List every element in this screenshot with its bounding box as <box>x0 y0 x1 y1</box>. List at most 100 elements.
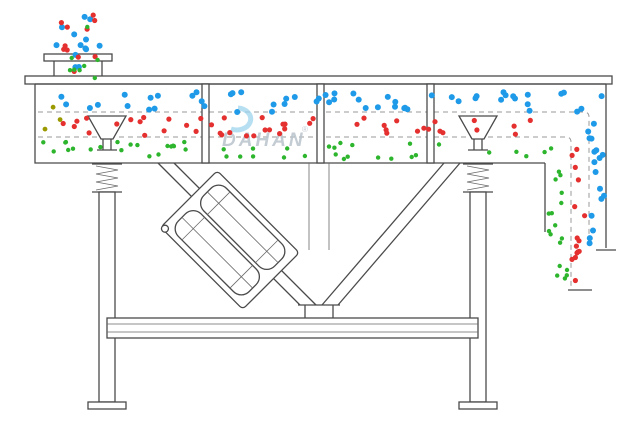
particle-dot <box>262 127 268 133</box>
particle-dot <box>559 200 564 206</box>
particle-dot <box>74 118 80 124</box>
deck-left-and-bottom <box>34 84 545 164</box>
particle-dot <box>436 142 442 147</box>
particle-dot <box>147 94 154 101</box>
particle-dot <box>591 159 598 166</box>
cone-right-stem <box>468 139 488 151</box>
particle-dot <box>413 153 419 158</box>
particle-dot <box>270 101 277 108</box>
particle-dot <box>198 98 205 105</box>
particle-dot <box>277 131 283 137</box>
particles-layer <box>41 12 607 284</box>
particle-dot <box>448 94 455 101</box>
particle-dot <box>394 118 400 124</box>
particle-dot <box>92 75 98 81</box>
particle-dot <box>549 211 554 216</box>
particle-dot <box>227 91 234 98</box>
particle-group-discharge-green <box>546 169 570 281</box>
particle-dot <box>384 93 391 100</box>
particle-dot <box>66 147 71 153</box>
particle-dot <box>592 169 599 175</box>
particle-group-deck-olive <box>42 104 63 132</box>
particle-group-deck-top-blue <box>58 89 585 115</box>
particle-dot <box>586 235 593 242</box>
particle-dot <box>86 130 92 136</box>
particle-dot <box>524 101 531 108</box>
particle-dot <box>333 152 338 157</box>
particle-dot <box>354 121 360 127</box>
particle-dot <box>161 128 167 134</box>
particle-dot <box>266 127 273 133</box>
particle-dot <box>381 122 387 128</box>
particle-dot <box>426 126 432 132</box>
isolation-spring-right <box>463 163 493 193</box>
particle-dot <box>556 169 562 174</box>
particle-dot <box>142 132 148 138</box>
particle-dot <box>86 105 93 111</box>
vibration-motor <box>160 171 299 309</box>
particle-dot <box>82 45 89 52</box>
particle-dot <box>83 36 89 43</box>
support-leg-left <box>98 191 116 403</box>
particle-dot <box>428 92 435 99</box>
particle-group-feed-blue <box>53 13 103 71</box>
particle-dot <box>341 156 347 162</box>
particle-dot <box>432 119 438 125</box>
particle-dot <box>53 42 60 49</box>
cone-right-shape <box>457 115 499 140</box>
particle-dot <box>57 117 63 122</box>
particle-dot <box>193 89 200 96</box>
particle-dot <box>60 120 66 127</box>
leg-foot-left <box>87 401 127 410</box>
particle-dot <box>384 130 390 136</box>
particle-dot <box>564 267 570 273</box>
particle-dot <box>72 67 77 72</box>
particle-dot <box>50 104 56 110</box>
particle-dot <box>151 105 158 112</box>
particle-dot <box>401 105 408 112</box>
particle-dot <box>59 24 65 31</box>
deck-rib-1 <box>201 83 210 164</box>
particle-dot <box>569 152 575 158</box>
particle-dot <box>189 92 196 99</box>
particle-dot <box>601 192 607 199</box>
particle-dot <box>553 177 558 182</box>
particle-dot <box>512 131 519 137</box>
particle-dot <box>389 156 394 161</box>
particle-dot <box>332 145 337 150</box>
particle-dot <box>526 107 533 114</box>
particle-dot <box>282 126 288 132</box>
particle-dot <box>313 98 320 105</box>
particle-dot <box>331 90 338 97</box>
particle-dot <box>421 125 427 131</box>
particle-dot <box>582 213 588 219</box>
particle-dot <box>259 115 265 121</box>
particle-dot <box>137 119 143 125</box>
particle-dot <box>87 16 94 23</box>
particle-dot <box>409 154 414 160</box>
particle-dot <box>331 96 338 103</box>
particle-dot <box>251 133 257 139</box>
particle-dot <box>285 146 290 151</box>
particle-dot <box>154 92 161 99</box>
particle-dot <box>71 31 78 38</box>
particle-dot <box>281 155 287 160</box>
particle-dot <box>250 146 256 151</box>
particle-dot <box>119 148 124 153</box>
deck-rib-2 <box>316 83 325 164</box>
particle-dot <box>51 149 56 154</box>
particle-dot <box>350 142 355 148</box>
particle-dot <box>310 116 316 122</box>
particle-dot <box>574 250 580 256</box>
spring-left-coil <box>95 165 119 191</box>
particle-dot <box>219 132 225 138</box>
particle-dot <box>322 92 329 98</box>
particle-dot <box>498 96 505 103</box>
particle-dot <box>243 133 250 139</box>
particle-dot <box>375 155 381 160</box>
particle-dot <box>585 128 592 135</box>
particle-dot <box>283 95 290 102</box>
spring-right-coil <box>466 165 490 191</box>
particle-dot <box>500 89 507 96</box>
particle-dot <box>75 54 81 60</box>
